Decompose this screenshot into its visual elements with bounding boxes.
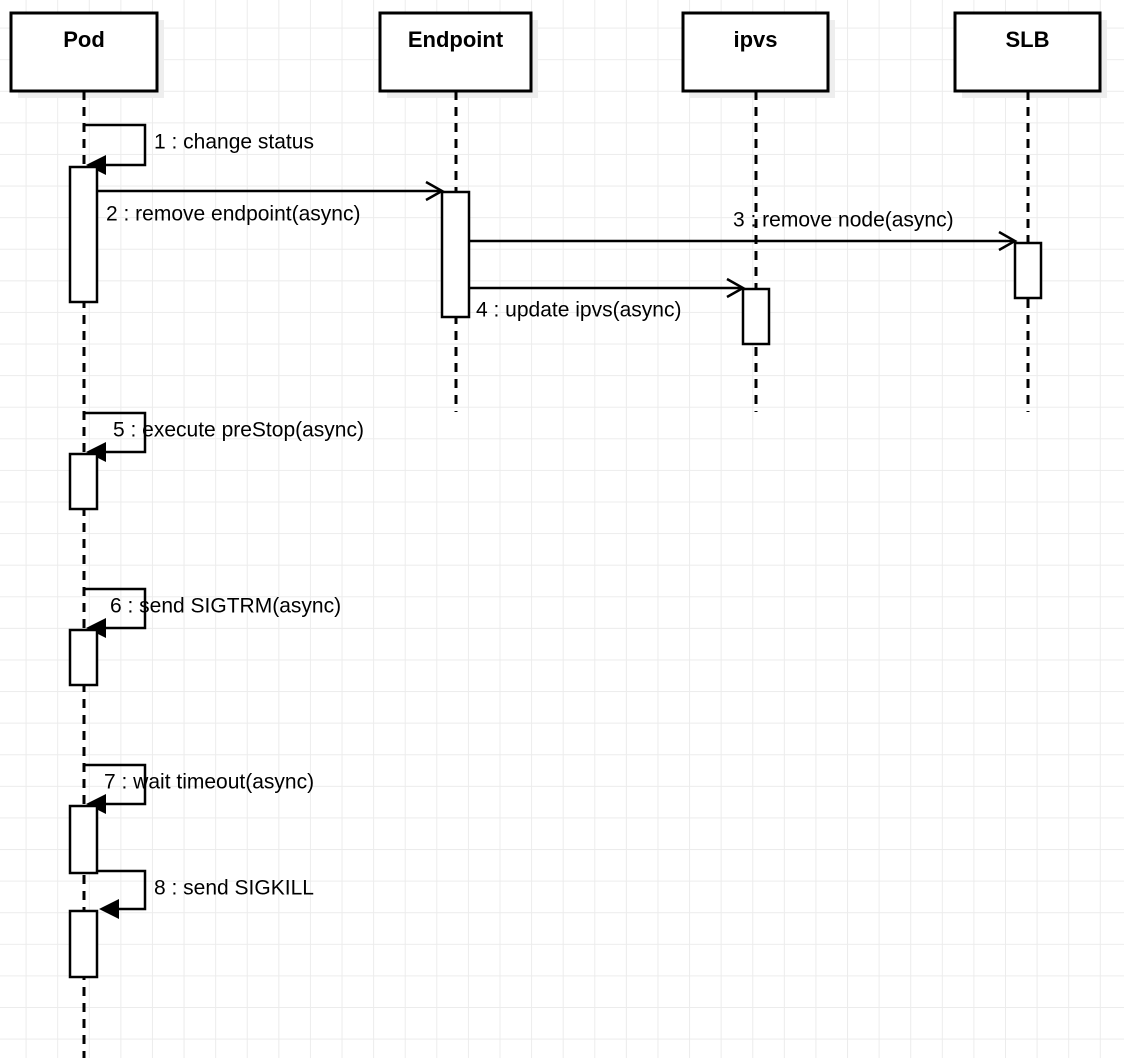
message-label-8: 8 : send SIGKILL xyxy=(154,877,314,900)
arrowhead-open xyxy=(998,230,1018,252)
message-line-7[interactable] xyxy=(84,763,147,806)
activation-bar-act-endpoint-1[interactable] xyxy=(440,190,471,319)
arrowhead-solid xyxy=(86,794,106,814)
participant-shadows-layer xyxy=(18,20,1107,98)
message-line-8[interactable] xyxy=(97,869,147,911)
arrowhead-solid xyxy=(86,442,106,462)
participant-box-pod[interactable] xyxy=(9,11,159,93)
message-line-5[interactable] xyxy=(84,411,147,454)
message-line-6[interactable] xyxy=(84,587,147,630)
participant-label-pod: Pod xyxy=(63,27,105,52)
arrowhead-solid xyxy=(86,155,106,175)
arrowhead-solid xyxy=(86,618,106,638)
message-labels-layer: 1 : change status 2 : remove endpoint(asy… xyxy=(104,131,954,900)
message-label-6: 6 : send SIGTRM(async) xyxy=(110,595,341,618)
message-label-7: 7 : wait timeout(async) xyxy=(104,771,314,794)
activation-bar-act-pod-4[interactable] xyxy=(68,804,99,875)
participant-label-endpoint: Endpoint xyxy=(408,27,504,52)
lifelines-layer xyxy=(82,91,1030,1058)
message-label-1: 1 : change status xyxy=(154,131,314,154)
activation-bar-act-pod-2[interactable] xyxy=(68,452,99,511)
message-label-3: 3 : remove node(async) xyxy=(733,209,954,232)
message-label-5: 5 : execute preStop(async) xyxy=(113,419,364,442)
message-line-1[interactable] xyxy=(84,123,147,167)
participant-label-slb: SLB xyxy=(1006,27,1050,52)
activation-bar-act-ipvs-1[interactable] xyxy=(741,287,771,346)
participant-boxes-layer: Pod Endpoint ipvs SLB xyxy=(9,11,1102,93)
message-label-4: 4 : update ipvs(async) xyxy=(476,299,681,322)
message-label-2: 2 : remove endpoint(async) xyxy=(106,203,360,226)
messages-layer xyxy=(84,123,1018,919)
participant-label-ipvs: ipvs xyxy=(733,27,777,52)
activation-bar-act-slb-1[interactable] xyxy=(1013,241,1043,300)
activation-bar-act-pod-1[interactable] xyxy=(68,165,99,304)
activations-layer xyxy=(68,165,1043,979)
arrowhead-solid xyxy=(99,899,119,919)
activation-bar-act-pod-3[interactable] xyxy=(68,628,99,687)
participant-box-slb[interactable] xyxy=(953,11,1102,93)
participant-box-ipvs[interactable] xyxy=(681,11,830,93)
participant-box-endpoint[interactable] xyxy=(378,11,533,93)
activation-bar-act-pod-5[interactable] xyxy=(68,909,99,979)
